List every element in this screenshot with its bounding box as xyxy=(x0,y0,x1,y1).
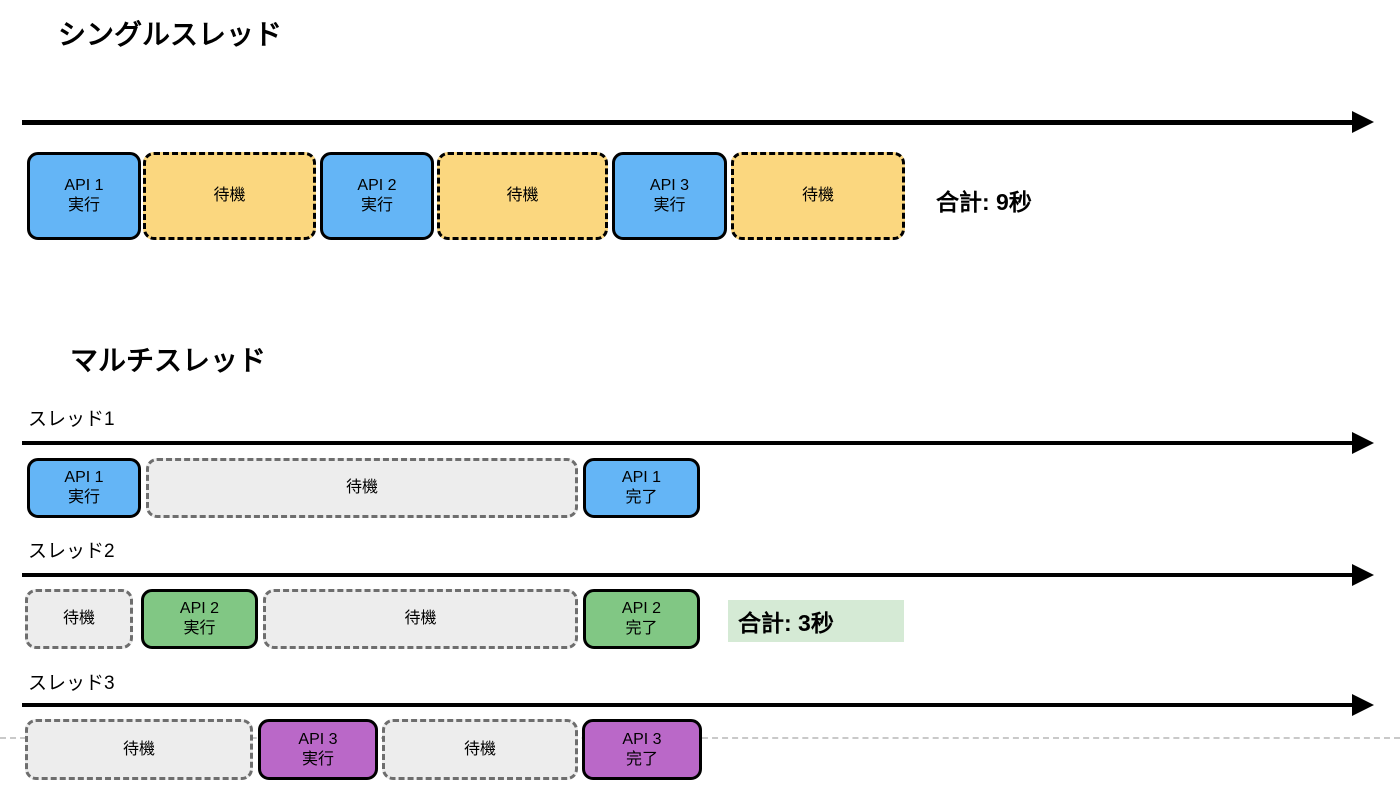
block-label: 待機 xyxy=(463,740,496,758)
timeline-arrow-thread1 xyxy=(22,441,1352,445)
block-wait: 待機 xyxy=(263,589,578,649)
block-label: 実行 xyxy=(183,620,216,637)
multi-total-badge: 合計: 3秒 xyxy=(728,600,904,642)
block-api1-complete: API 1 完了 xyxy=(583,458,700,518)
block-label: 待機 xyxy=(801,187,834,204)
thread3-label: スレッド3 xyxy=(28,673,115,694)
timeline-arrow-thread2 xyxy=(22,573,1352,577)
block-label: 待機 xyxy=(122,740,155,758)
block-label: API 1 xyxy=(64,469,104,486)
block-wait: 待機 xyxy=(437,152,608,240)
block-label: API 3 xyxy=(298,730,338,748)
thread2-label: スレッド2 xyxy=(28,541,115,562)
block-label: API 2 xyxy=(621,600,662,617)
block-api3-complete: API 3 完了 xyxy=(582,719,702,780)
block-wait: 待機 xyxy=(25,719,253,780)
multi-total-label: 合計: 3秒 xyxy=(738,610,834,636)
block-label: 実行 xyxy=(67,197,100,214)
block-wait: 待機 xyxy=(146,458,578,518)
timeline-arrow-single xyxy=(22,120,1352,125)
block-label: 待機 xyxy=(345,479,378,496)
block-label: API 2 xyxy=(357,177,397,194)
multi-thread-title: マルチスレッド xyxy=(70,345,267,376)
block-label: 待機 xyxy=(62,610,95,627)
block-label: 待機 xyxy=(506,187,539,204)
arrowhead-icon xyxy=(1352,432,1374,454)
block-api2-complete: API 2 完了 xyxy=(583,589,700,649)
block-label: 実行 xyxy=(301,750,334,768)
block-label: 完了 xyxy=(625,750,658,768)
block-wait: 待機 xyxy=(143,152,316,240)
block-api2-exec: API 2 実行 xyxy=(141,589,258,649)
block-api1-exec: API 1 実行 xyxy=(27,152,141,240)
block-label: API 1 xyxy=(621,469,662,486)
block-label: 待機 xyxy=(213,187,246,204)
block-label: API 3 xyxy=(622,730,662,748)
thread1-label: スレッド1 xyxy=(28,409,115,430)
block-api3-exec: API 3 実行 xyxy=(258,719,378,780)
arrowhead-icon xyxy=(1352,564,1374,586)
block-wait: 待機 xyxy=(382,719,578,780)
block-label: 実行 xyxy=(653,197,686,214)
block-api1-exec: API 1 実行 xyxy=(27,458,141,518)
block-wait: 待機 xyxy=(731,152,905,240)
block-api2-exec: API 2 実行 xyxy=(320,152,434,240)
block-label: 完了 xyxy=(625,620,658,637)
block-label: API 1 xyxy=(64,177,104,194)
block-wait: 待機 xyxy=(25,589,133,649)
block-label: API 3 xyxy=(649,177,690,194)
single-thread-title: シングルスレッド xyxy=(58,19,283,50)
timeline-arrow-thread3 xyxy=(22,703,1352,707)
arrowhead-icon xyxy=(1352,694,1374,716)
block-label: 実行 xyxy=(360,197,393,214)
block-api3-exec: API 3 実行 xyxy=(612,152,727,240)
arrowhead-icon xyxy=(1352,111,1374,133)
single-total-label: 合計: 9秒 xyxy=(936,189,1032,215)
block-label: 待機 xyxy=(404,610,437,627)
block-label: 完了 xyxy=(625,489,658,506)
block-label: API 2 xyxy=(179,600,220,617)
block-label: 実行 xyxy=(67,489,100,506)
